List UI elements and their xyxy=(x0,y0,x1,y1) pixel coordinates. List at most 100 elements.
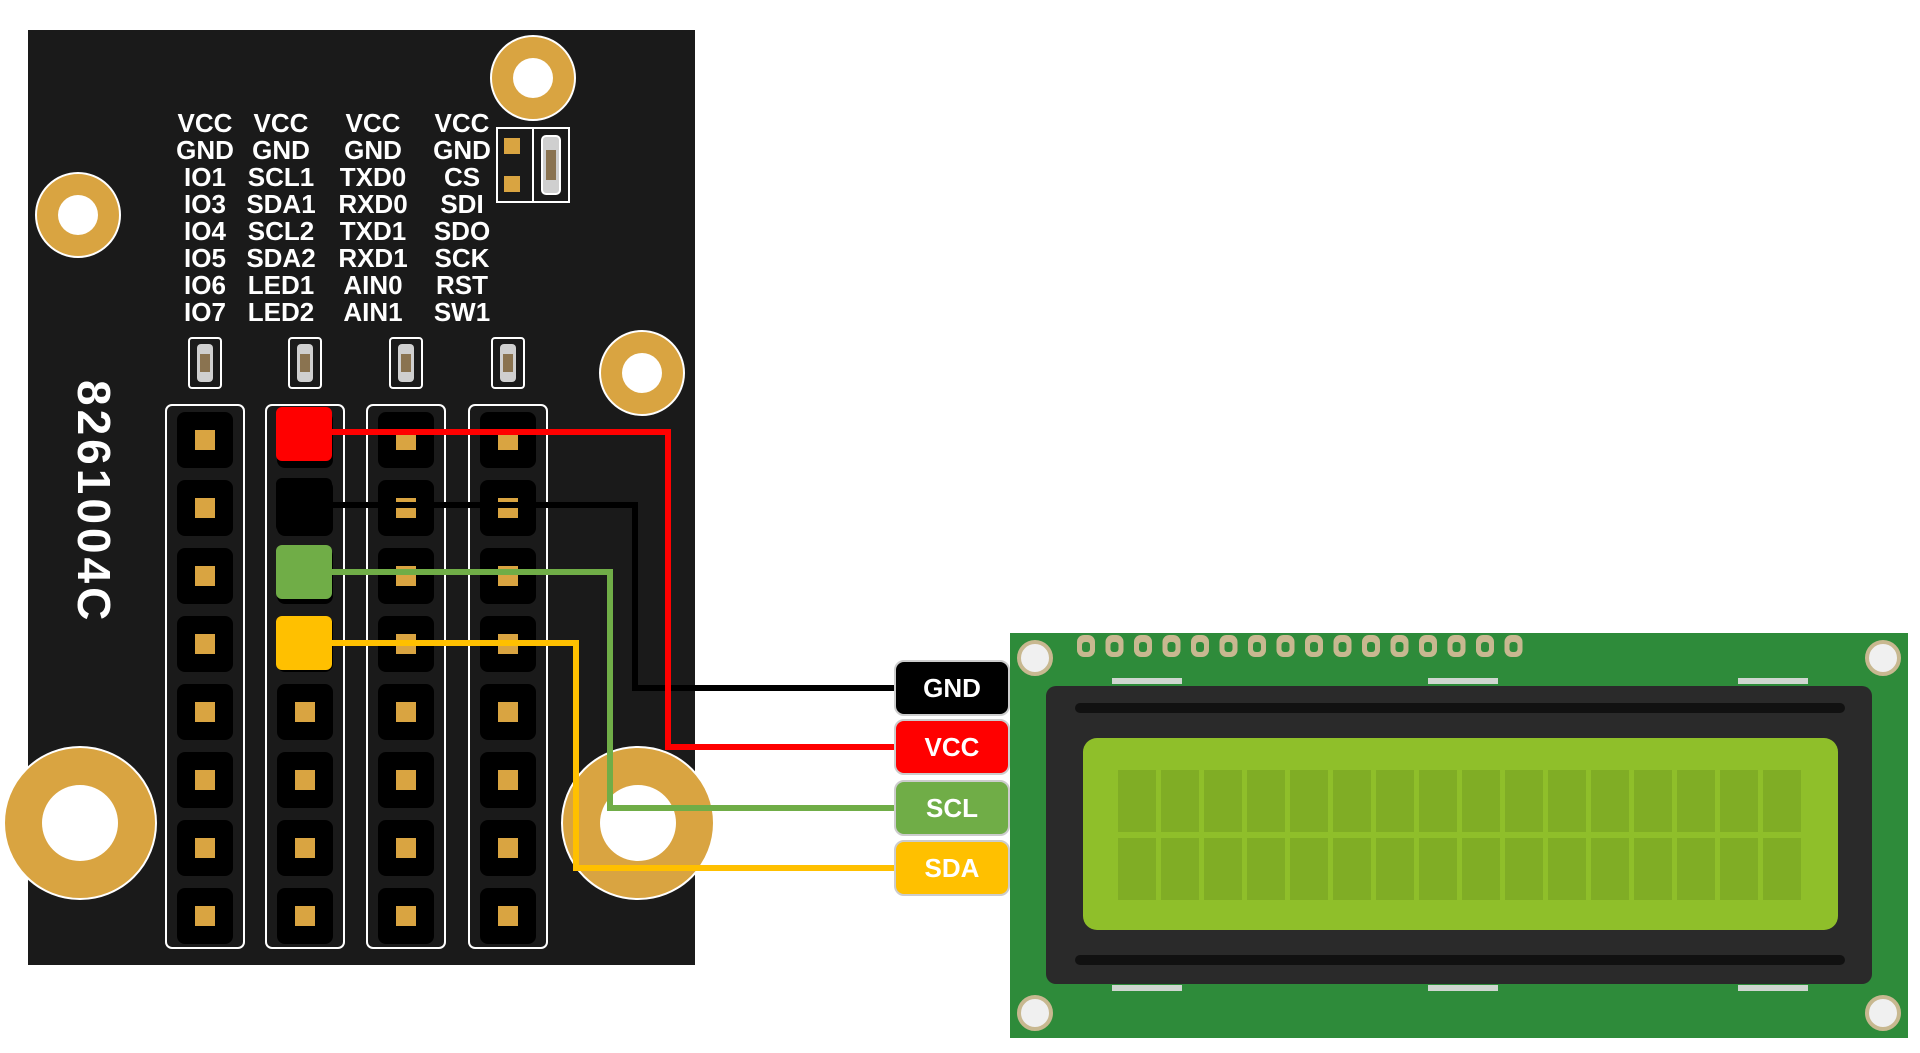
pin-label: IO7 xyxy=(184,297,226,327)
lcd-cell xyxy=(1419,838,1457,900)
wire-sda xyxy=(305,640,895,871)
lcd-character-cells xyxy=(1118,770,1801,900)
header-pad xyxy=(396,906,416,926)
header-pad xyxy=(396,770,416,790)
lcd-pin xyxy=(1305,635,1323,657)
pin-label: TXD1 xyxy=(340,216,406,246)
pin-vcc-highlight xyxy=(276,407,332,461)
resistor xyxy=(389,337,423,389)
lcd-mounting-hole xyxy=(1865,640,1901,676)
lcd-pin xyxy=(1219,635,1238,657)
lcd-cell xyxy=(1634,838,1672,900)
pin-label: IO3 xyxy=(184,189,226,219)
header-pad xyxy=(498,838,518,858)
lcd-cell xyxy=(1161,838,1199,900)
lcd-mounting-hole xyxy=(1865,995,1901,1031)
pin-label: GND xyxy=(344,135,402,165)
header-pad xyxy=(295,906,315,926)
connected-pins xyxy=(276,407,332,670)
lcd-mounting-hole xyxy=(1017,995,1053,1031)
lcd-pin xyxy=(1362,635,1380,657)
board-id-label: 8261004C xyxy=(68,380,120,624)
lcd-cell xyxy=(1591,838,1629,900)
lcd-cell xyxy=(1634,770,1672,832)
lcd-pin xyxy=(1504,635,1523,657)
lcd-pin xyxy=(1476,635,1494,657)
resistor xyxy=(491,337,525,389)
resistor xyxy=(188,337,222,389)
lcd-pin xyxy=(1162,635,1181,657)
mounting-hole-large xyxy=(561,746,715,900)
lcd-cell xyxy=(1290,838,1328,900)
header-column xyxy=(468,404,548,949)
header-pad xyxy=(295,838,315,858)
header-column xyxy=(165,404,245,949)
lcd-frame-tabs xyxy=(1112,678,1808,991)
lcd-cell xyxy=(1548,770,1586,832)
smd-component xyxy=(496,127,570,203)
lcd-cell xyxy=(1462,838,1500,900)
lcd-pin xyxy=(1276,635,1295,657)
wire-label-gnd: GND xyxy=(894,660,1010,716)
pin-label: AIN1 xyxy=(343,297,402,327)
resistor xyxy=(288,337,322,389)
pin-label: SCL2 xyxy=(248,216,314,246)
pin-label: SCK xyxy=(435,243,490,273)
header-pad xyxy=(195,430,215,450)
pin-label: TXD0 xyxy=(340,162,406,192)
header-pad xyxy=(396,838,416,858)
pin-label: SW1 xyxy=(434,297,490,327)
pin-label: VCC xyxy=(178,108,233,138)
header-pad xyxy=(195,838,215,858)
pin-label: SDO xyxy=(434,216,490,246)
wire-scl xyxy=(305,569,895,811)
resistors xyxy=(188,337,525,389)
lcd-pin xyxy=(1134,635,1152,657)
header-pad xyxy=(195,498,215,518)
lcd-cell xyxy=(1118,770,1156,832)
lcd-module xyxy=(1010,633,1908,1038)
pin-label: RXD0 xyxy=(338,189,407,219)
lcd-cell xyxy=(1376,838,1414,900)
wire-label-vcc: VCC xyxy=(894,719,1010,775)
lcd-cell xyxy=(1505,838,1543,900)
lcd-mounting-hole xyxy=(1017,640,1053,676)
lcd-cell xyxy=(1591,770,1629,832)
mounting-hole-large xyxy=(3,746,157,900)
header-pad xyxy=(295,702,315,722)
lcd-cell xyxy=(1548,838,1586,900)
lcd-cell xyxy=(1333,770,1371,832)
mounting-hole xyxy=(490,35,576,121)
lcd-pin xyxy=(1191,635,1209,657)
wire-label-text: GND xyxy=(923,673,981,703)
pin-label: IO4 xyxy=(184,216,226,246)
lcd-cell xyxy=(1376,770,1414,832)
wire-label-sda: SDA xyxy=(894,840,1010,896)
header-pad xyxy=(295,770,315,790)
lcd-cell xyxy=(1763,838,1801,900)
lcd-cell xyxy=(1505,770,1543,832)
pin-label: SCL1 xyxy=(248,162,314,192)
pin-label: IO6 xyxy=(184,270,226,300)
lcd-cell xyxy=(1204,770,1242,832)
lcd-cell xyxy=(1290,770,1328,832)
pin-label: GND xyxy=(433,135,491,165)
lcd-pin xyxy=(1419,635,1437,657)
pin-label: RST xyxy=(436,270,488,300)
adapter-board: VCCGNDIO1IO3IO4IO5IO6IO7VCCGNDSCL1SDA1SC… xyxy=(3,30,715,965)
lcd-pin xyxy=(1105,635,1124,657)
lcd-cell xyxy=(1247,838,1285,900)
pin-label: VCC xyxy=(435,108,490,138)
pin-sda-highlight xyxy=(276,616,332,670)
lcd-pin xyxy=(1077,635,1095,657)
header-pad xyxy=(195,702,215,722)
lcd-cell xyxy=(1204,838,1242,900)
lcd-cell xyxy=(1677,770,1715,832)
lcd-pin xyxy=(1248,635,1266,657)
lcd-pin xyxy=(1447,635,1466,657)
lcd-pin xyxy=(1390,635,1409,657)
lcd-cell xyxy=(1720,838,1758,900)
mounting-hole xyxy=(35,172,121,258)
